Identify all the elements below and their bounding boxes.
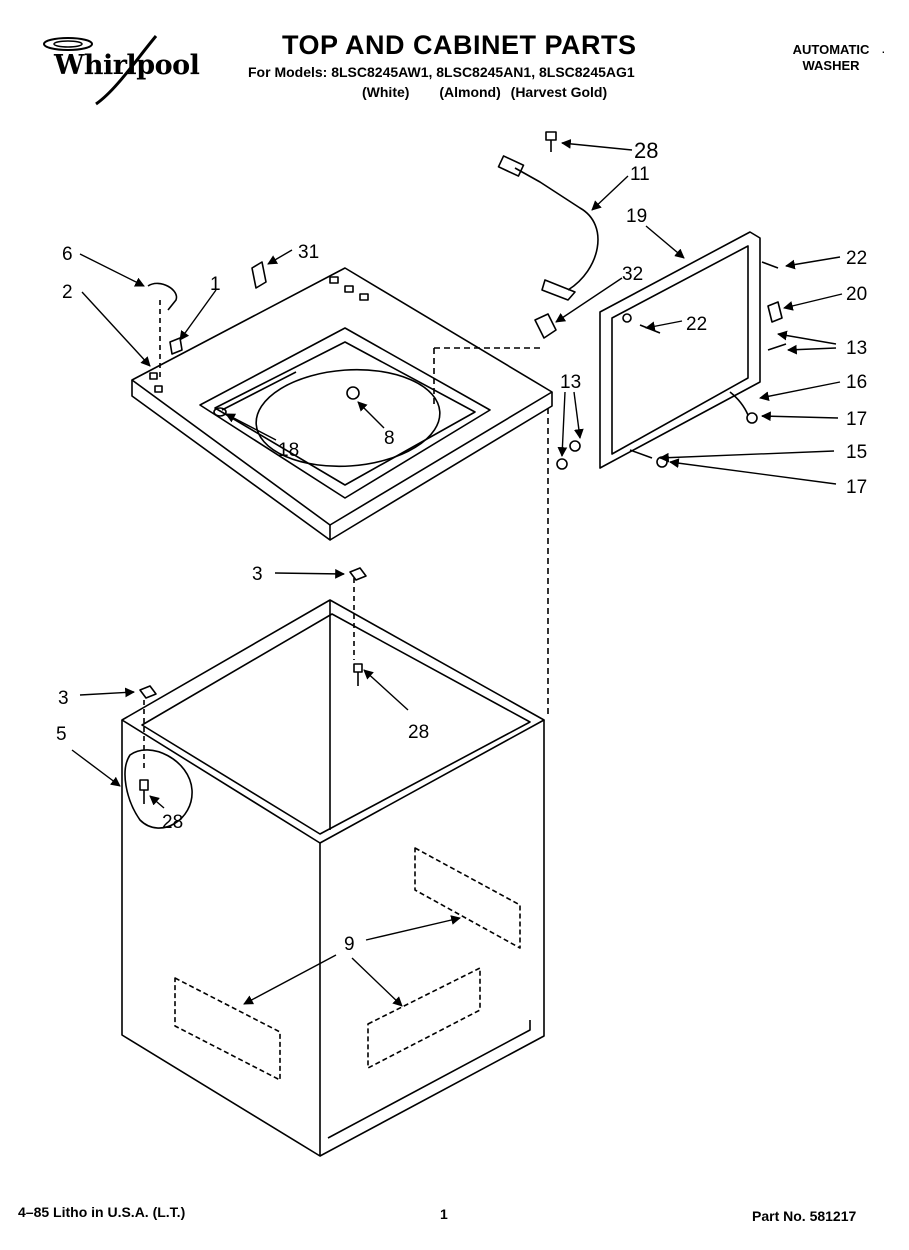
callout-15: 15	[846, 442, 867, 463]
callout-28-left: 28	[162, 812, 183, 833]
callout-16: 16	[846, 372, 867, 393]
finish-list: (White) (Almond) (Harvest Gold)	[362, 84, 633, 100]
callout-13-left: 13	[560, 372, 581, 393]
screw-28-mid	[353, 663, 363, 686]
callout-3-top: 3	[252, 564, 263, 585]
print-info: 4–85 Litho in U.S.A. (L.T.)	[18, 1204, 186, 1220]
cabinet-side	[319, 720, 545, 1157]
callout-11: 11	[630, 164, 650, 185]
hinge-bar	[221, 371, 297, 411]
callout-2: 2	[62, 282, 73, 303]
appliance-line-1: AUTOMATIC	[792, 42, 870, 57]
callout-5: 5	[56, 724, 67, 745]
cabinet-front	[121, 720, 321, 1157]
cutaway-view	[124, 749, 193, 829]
wire-harness	[514, 167, 599, 291]
callout-17-lower: 17	[846, 477, 867, 498]
screw-28-top	[545, 131, 557, 152]
console-panel	[599, 231, 761, 469]
callout-9: 9	[344, 934, 355, 955]
panel-recess-2	[174, 977, 281, 1081]
part-32	[534, 313, 557, 339]
callout-17-upper: 17	[846, 409, 867, 430]
bracket-3-left	[139, 685, 157, 699]
page-number: 1	[440, 1206, 448, 1222]
panel-recess-1	[414, 847, 521, 949]
brand-name: Whirlpool	[54, 50, 200, 81]
callout-19: 19	[626, 206, 647, 227]
part-number: Part No. 581217	[752, 1208, 857, 1224]
appliance-type: AUTOMATIC WASHER	[786, 42, 876, 74]
lid-opening	[199, 327, 491, 499]
logo-swoosh-icon	[43, 35, 158, 106]
clip-6	[147, 282, 178, 311]
bracket-3-top	[349, 567, 367, 581]
cabinet-top-frame	[121, 599, 545, 844]
callout-18: 18	[278, 440, 299, 461]
finish-white: (White)	[362, 84, 410, 100]
clip-31	[251, 261, 267, 289]
callout-22-right: 22	[846, 248, 867, 269]
models-line: For Models: 8LSC8245AW1, 8LSC8245AN1, 8L…	[248, 64, 635, 80]
panel-recess-3	[367, 967, 481, 1069]
callout-28-mid: 28	[408, 722, 429, 743]
finish-almond: (Almond)	[439, 84, 501, 100]
callout-20: 20	[846, 284, 867, 305]
callout-3-left: 3	[58, 688, 69, 709]
callout-32: 32	[622, 264, 643, 285]
corner-mark: ·	[881, 43, 886, 59]
top-panel	[131, 267, 553, 526]
callout-8: 8	[384, 428, 395, 449]
whirlpool-logo	[36, 30, 206, 110]
callout-31: 31	[298, 242, 319, 263]
clip-1	[169, 337, 183, 355]
callout-6: 6	[62, 244, 73, 265]
finish-gold: (Harvest Gold)	[510, 84, 608, 100]
callout-13-right: 13	[846, 338, 867, 359]
lid-switch-screw	[346, 386, 360, 400]
callout-22-panel: 22	[686, 314, 707, 335]
appliance-line-2: WASHER	[802, 58, 860, 73]
screw-28-left	[139, 779, 149, 804]
callout-28-top: 28	[634, 138, 658, 163]
callout-1: 1	[210, 274, 221, 295]
